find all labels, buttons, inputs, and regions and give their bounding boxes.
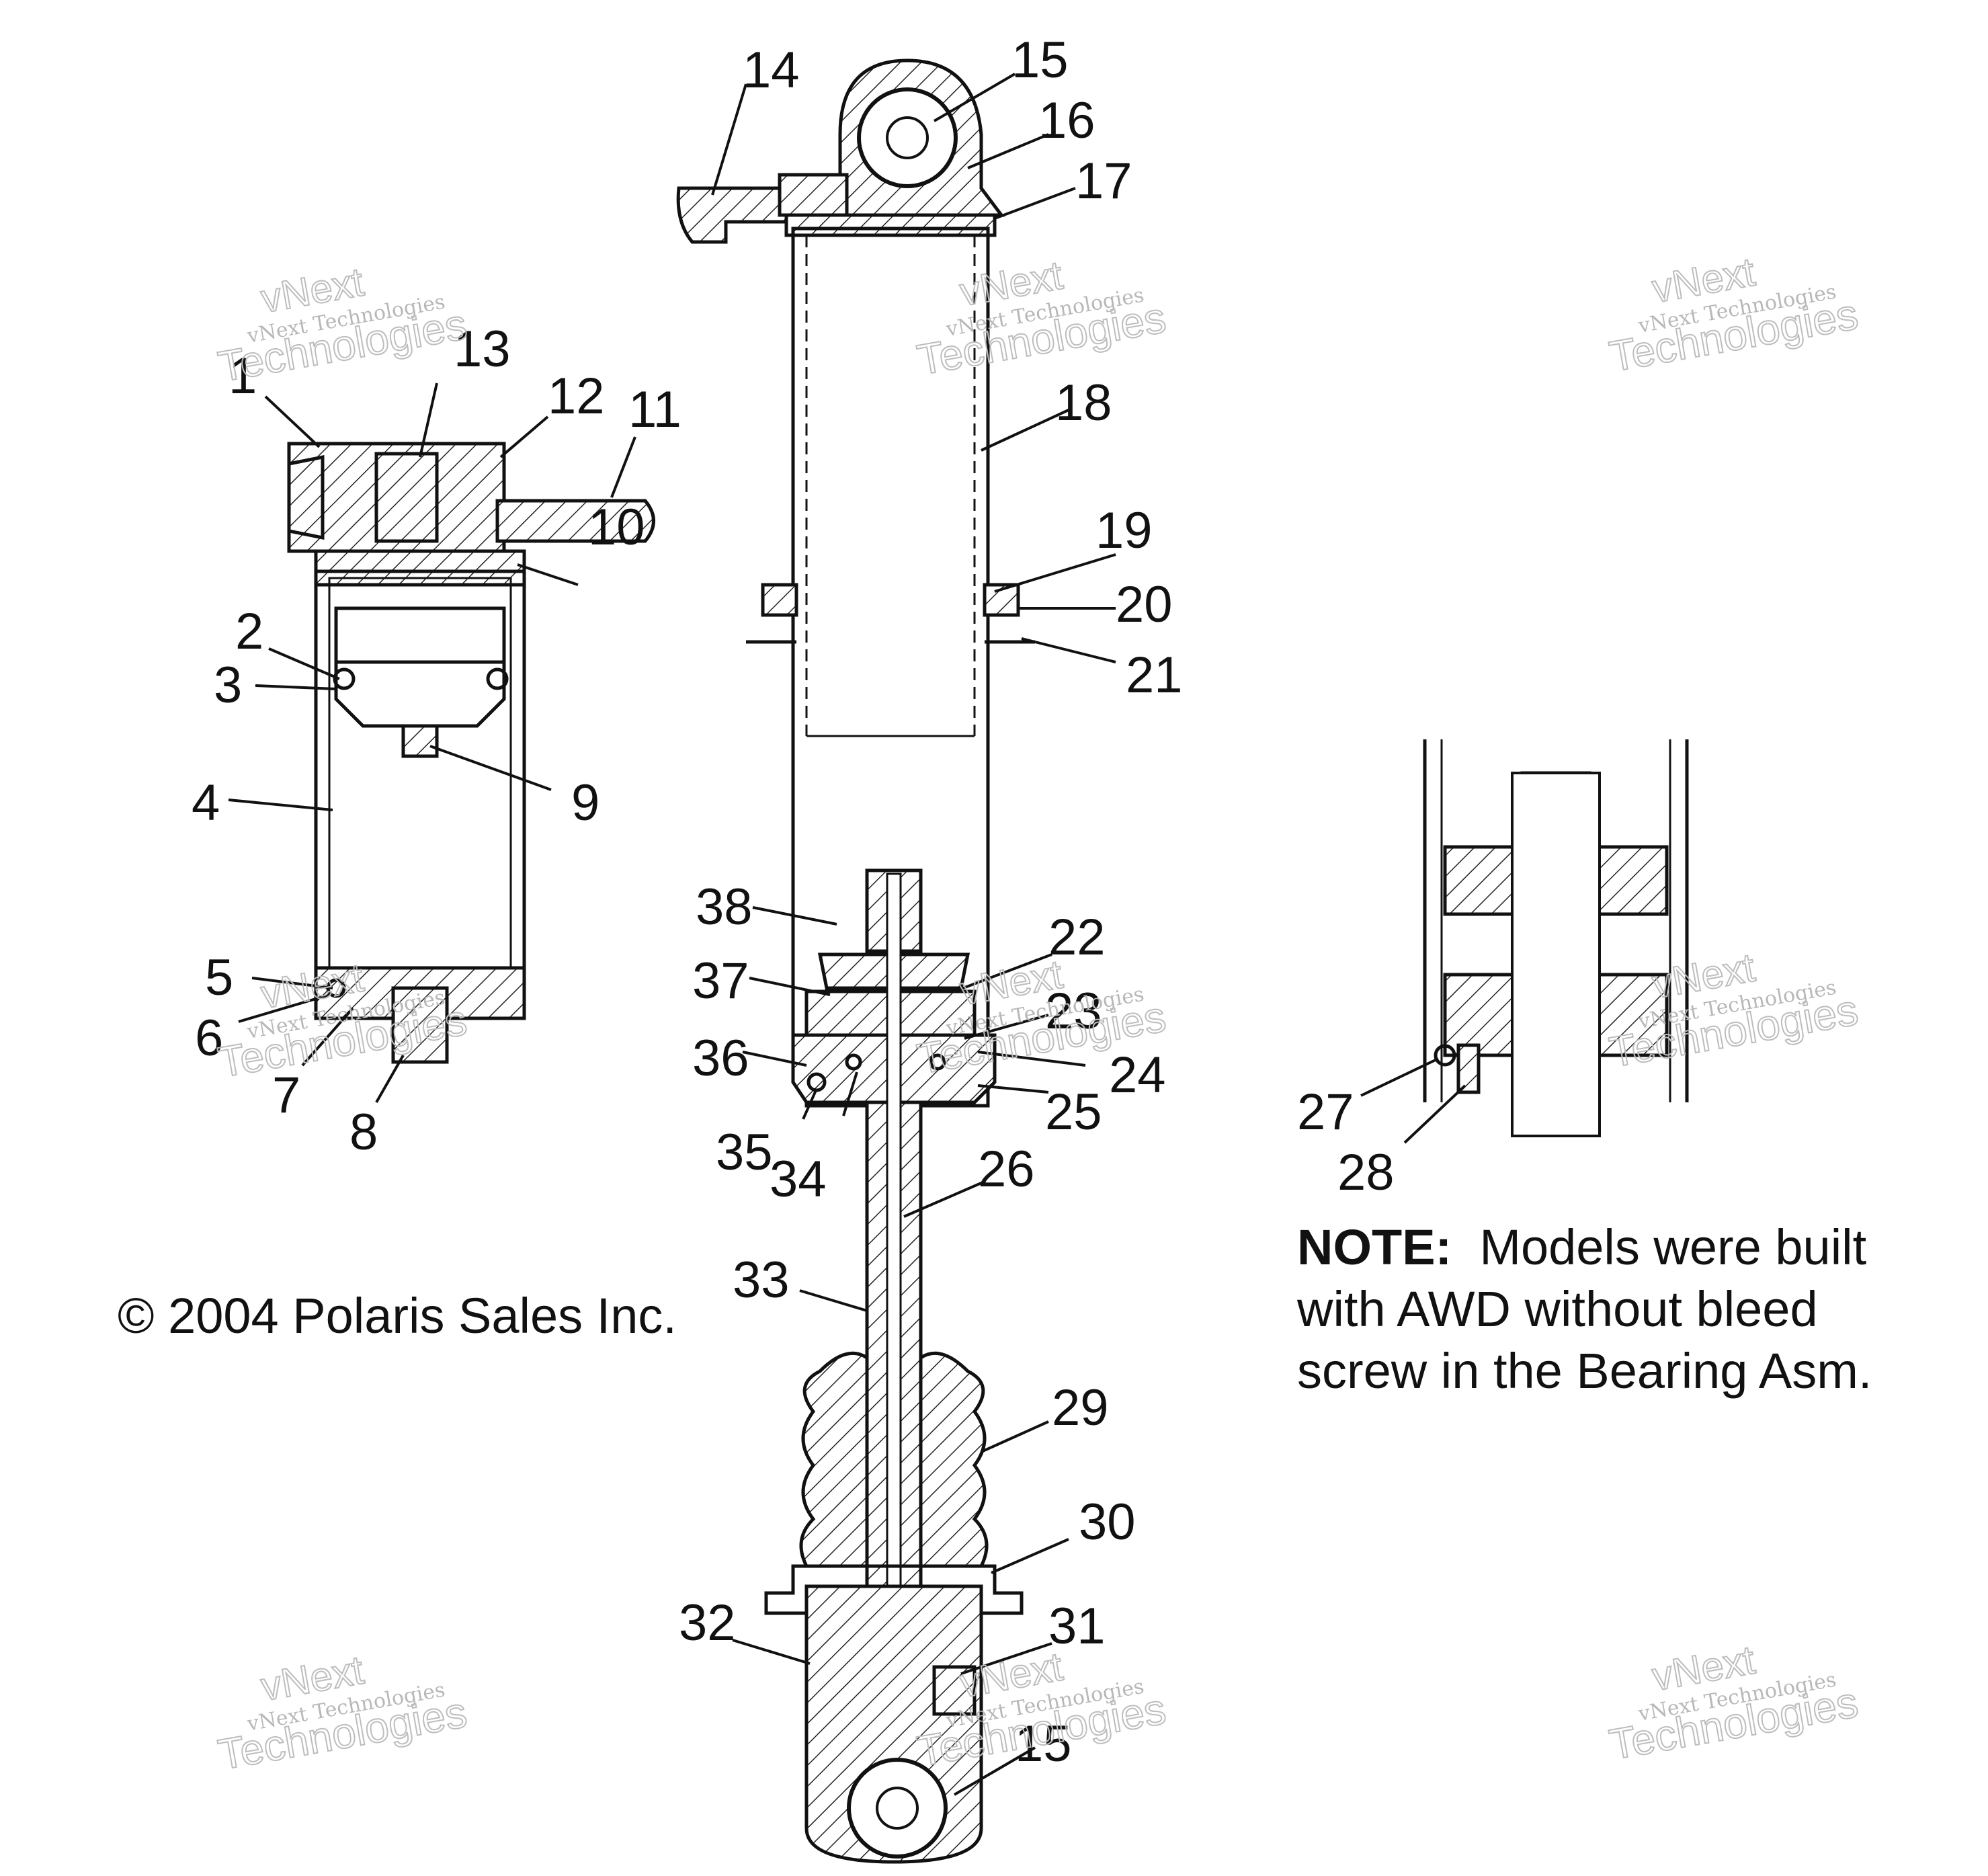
leader-lines xyxy=(228,73,1466,1796)
reservoir-valve-spring xyxy=(374,452,439,543)
callout-30: 30 xyxy=(1079,1494,1136,1551)
note-label: NOTE: xyxy=(1297,1219,1452,1275)
callout-9: 9 xyxy=(571,774,599,831)
reservoir-adjuster-knob xyxy=(287,454,325,540)
bottom-adjuster-screw xyxy=(932,1665,977,1716)
callout-33: 33 xyxy=(733,1252,790,1309)
callout-21: 21 xyxy=(1126,647,1183,704)
reservoir-o-ring-left xyxy=(333,667,356,690)
callout-24: 24 xyxy=(1109,1047,1166,1104)
reservoir-bleed-plug xyxy=(401,724,439,758)
reservoir-floating-piston xyxy=(334,660,506,728)
callout-13: 13 xyxy=(454,321,511,378)
reservoir-o-ring-right xyxy=(486,667,509,690)
callout-20: 20 xyxy=(1116,576,1173,633)
watermark-mid-left: vNext vNext Technologies Technologies xyxy=(214,954,470,1088)
watermark-top-right: vNext vNext Technologies Technologies xyxy=(1605,249,1862,382)
banjo-bolt xyxy=(778,173,849,217)
callout-28: 28 xyxy=(1337,1144,1395,1201)
callout-23: 23 xyxy=(1045,983,1102,1040)
callout-11: 11 xyxy=(628,381,681,438)
copyright-notice: © 2004 Polaris Sales Inc. xyxy=(118,1288,677,1344)
watermark-top-left: vNext vNext Technologies Technologies xyxy=(214,259,470,392)
callout-27: 27 xyxy=(1297,1084,1354,1141)
reservoir-assembly xyxy=(287,442,655,1064)
callout-26: 26 xyxy=(978,1141,1035,1198)
reservoir-hose-fitting xyxy=(495,499,655,543)
main-shock-body xyxy=(676,58,1035,1864)
note-text: Models were built with AWD without bleed… xyxy=(1297,1219,1872,1399)
top-eyelet-bore xyxy=(886,116,929,159)
bump-stop-cup xyxy=(764,1564,1024,1615)
detail-o-ring xyxy=(1434,1044,1456,1067)
callout-10: 10 xyxy=(588,499,645,556)
watermark-top-center: vNext vNext Technologies Technologies xyxy=(913,252,1169,385)
callout-36: 36 xyxy=(692,1030,749,1087)
callout-8: 8 xyxy=(349,1104,378,1161)
callout-19: 19 xyxy=(1095,502,1153,559)
callout-35: 35 xyxy=(716,1124,773,1181)
reservoir-inner-wall xyxy=(328,577,512,1016)
reservoir-cap xyxy=(314,549,526,587)
rod-seal xyxy=(845,1053,862,1071)
callout-6: 6 xyxy=(195,1010,223,1067)
watermark-bottom-left: vNext vNext Technologies Technologies xyxy=(214,1647,470,1780)
callout-31: 31 xyxy=(1048,1598,1106,1655)
callout-1: 1 xyxy=(229,348,257,405)
detail-shaft xyxy=(1511,772,1601,1137)
shock-top-cap xyxy=(784,213,997,237)
reservoir-schrader-valve xyxy=(391,986,449,1064)
callout-32: 32 xyxy=(679,1594,736,1651)
callout-2: 2 xyxy=(235,603,263,660)
rod-seal-right xyxy=(929,1053,946,1071)
callout-34: 34 xyxy=(770,1151,827,1208)
spring-retainer-left xyxy=(761,583,798,617)
callout-16: 16 xyxy=(1038,92,1095,149)
callout-38: 38 xyxy=(696,879,753,936)
shaft-bleed-channel xyxy=(886,872,902,1628)
bump-stop-right xyxy=(919,1351,989,1568)
callout-5: 5 xyxy=(205,949,233,1006)
callout-17: 17 xyxy=(1075,153,1132,210)
callout-29: 29 xyxy=(1052,1379,1109,1436)
watermark-bottom-right: vNext vNext Technologies Technologies xyxy=(1605,1637,1862,1770)
callout-labels: 1 2 3 4 5 6 7 8 9 10 11 12 13 14 15 16 1… xyxy=(192,32,1395,1772)
callout-7: 7 xyxy=(272,1067,300,1124)
callout-12: 12 xyxy=(548,368,605,425)
reservoir-valve-block xyxy=(287,442,506,553)
callout-15: 15 xyxy=(1011,32,1069,89)
callout-22: 22 xyxy=(1048,909,1106,966)
bearing-detail-inset xyxy=(1423,739,1689,1137)
hose-banjo-fitting xyxy=(676,186,809,244)
bump-stop-left xyxy=(799,1351,869,1568)
reservoir-bladder-top xyxy=(334,606,506,664)
callout-15-bottom: 15 xyxy=(1015,1715,1072,1772)
reservoir-cylinder xyxy=(314,569,526,1020)
detail-bleed-screw xyxy=(1456,1043,1481,1094)
callout-18: 18 xyxy=(1055,374,1112,432)
callout-3: 3 xyxy=(214,657,242,714)
callout-4: 4 xyxy=(192,774,220,831)
callout-14: 14 xyxy=(743,42,800,99)
callout-37: 37 xyxy=(692,952,749,1010)
callout-25: 25 xyxy=(1045,1084,1102,1141)
bottom-eyelet-bore xyxy=(876,1787,919,1830)
note-block: NOTE: Models were built with AWD without… xyxy=(1297,1217,1902,1402)
